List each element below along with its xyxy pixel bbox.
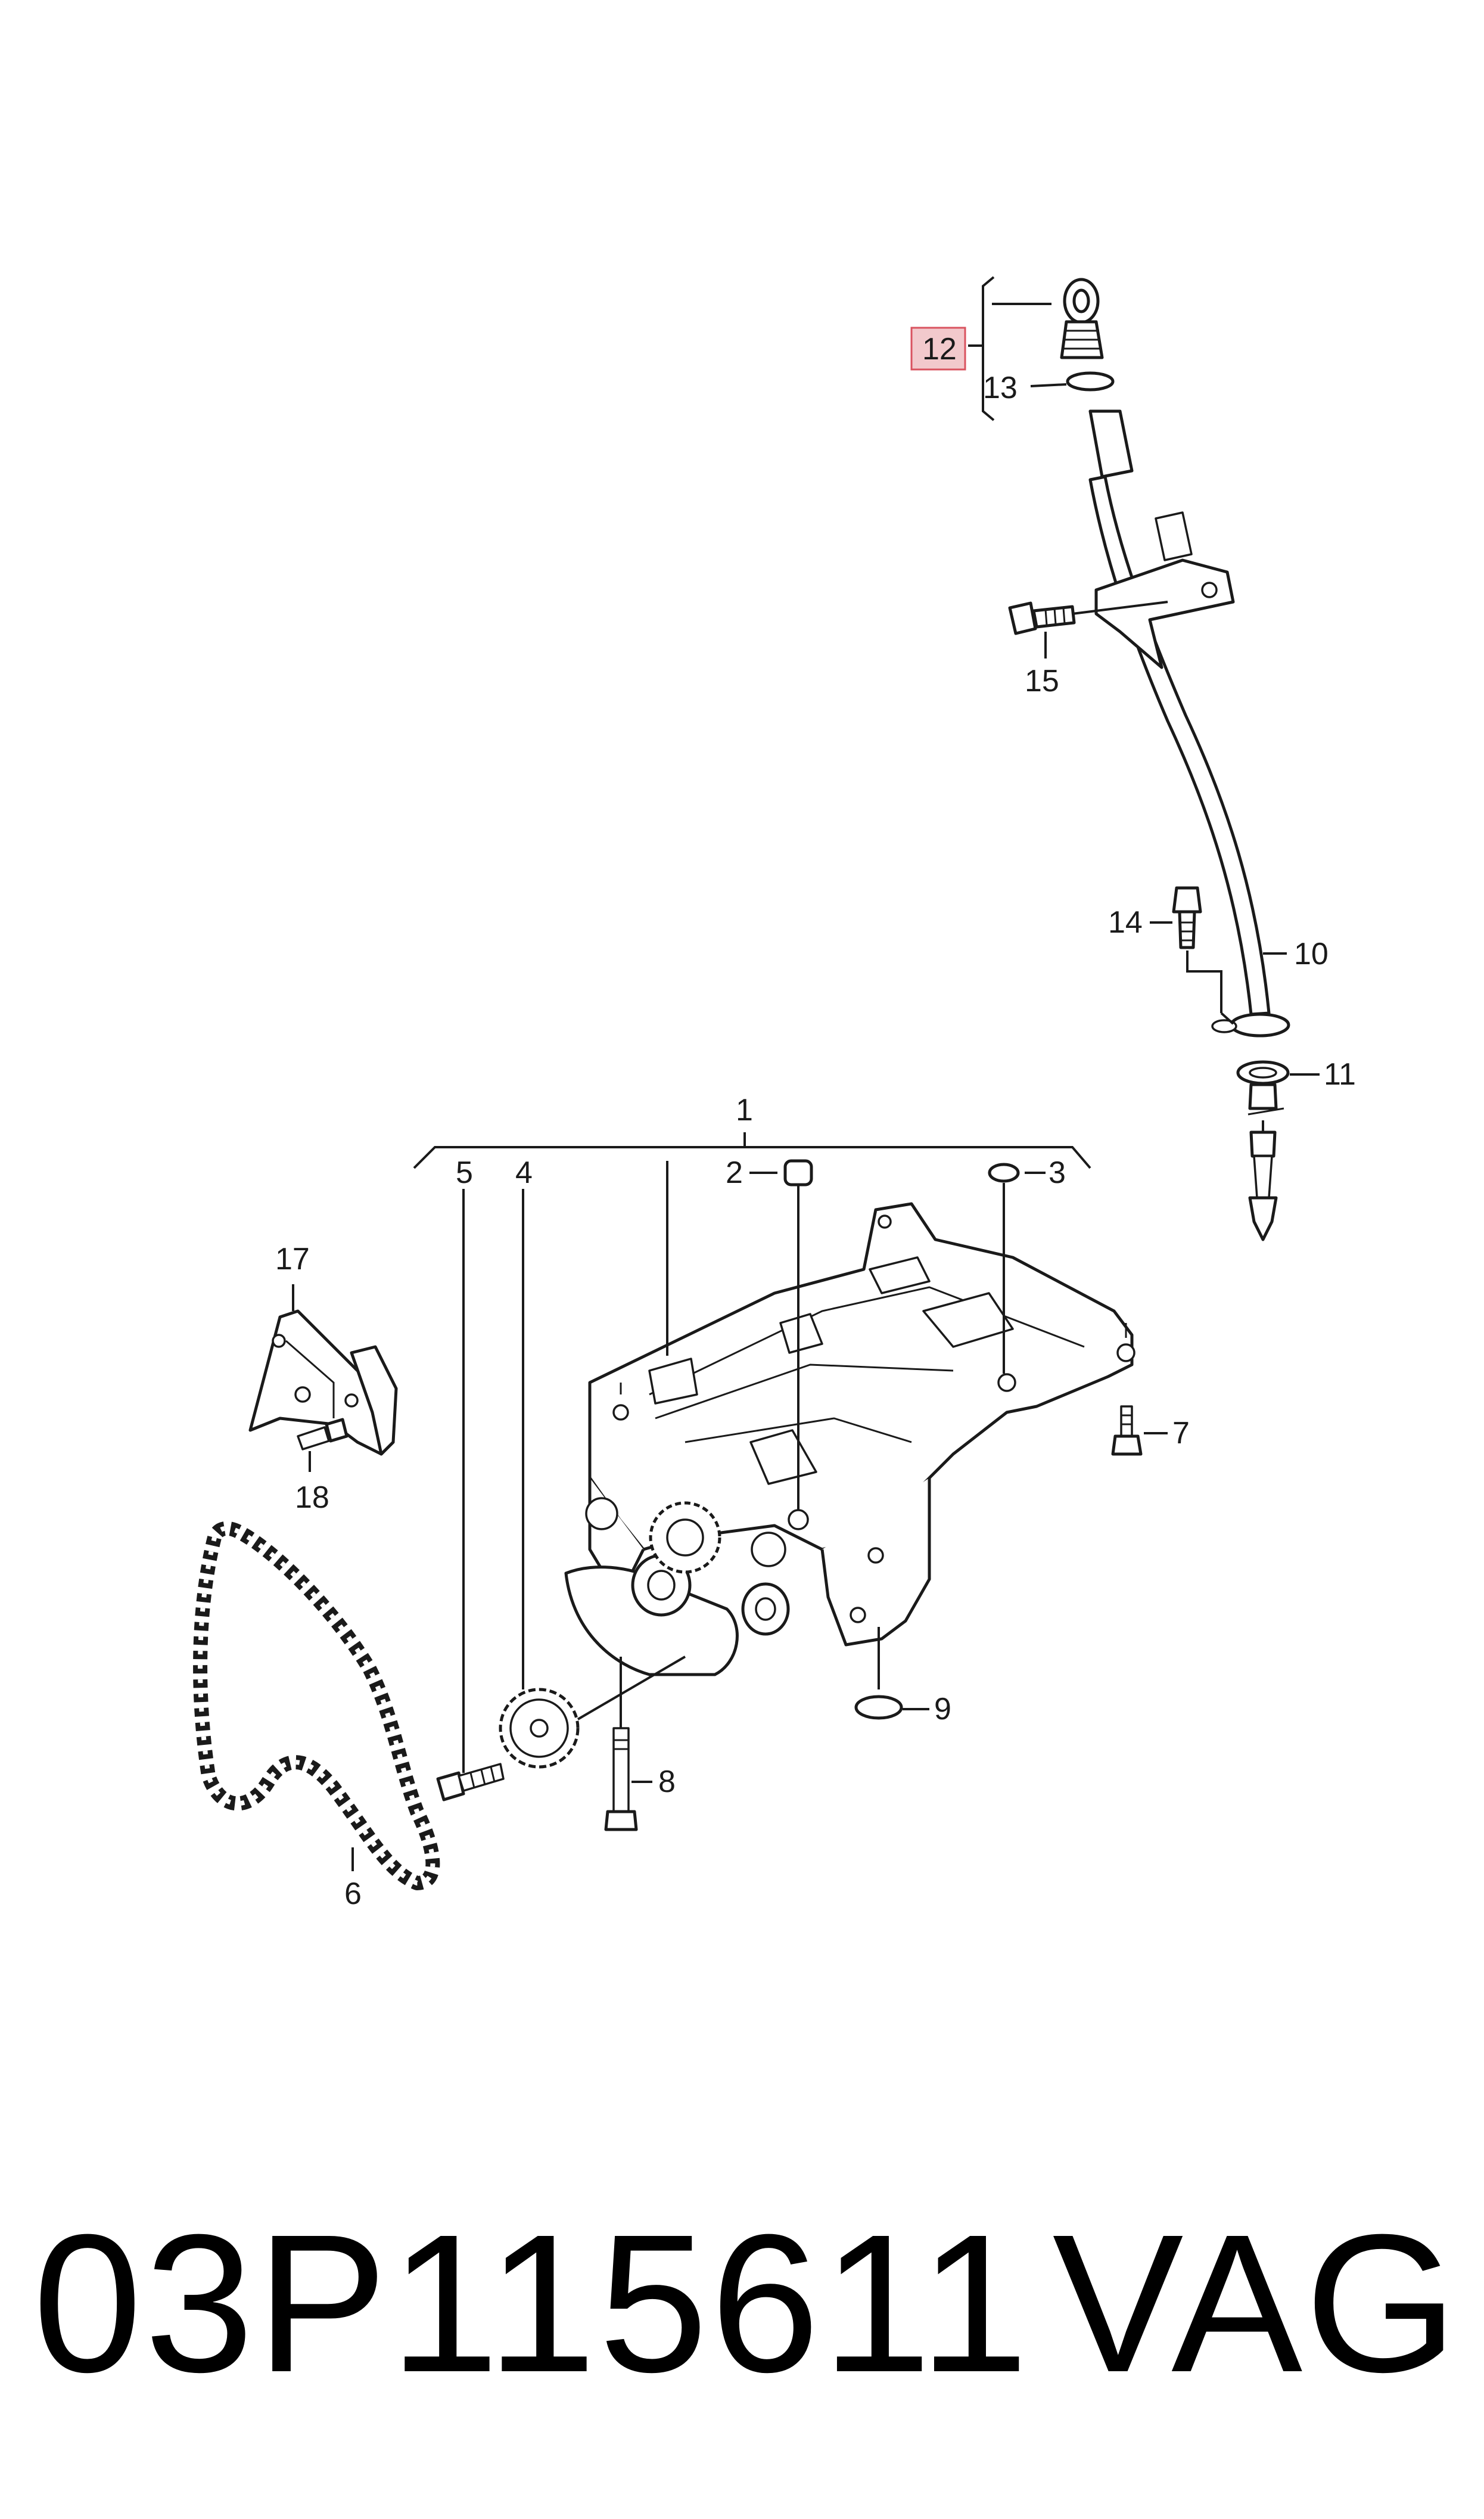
oil-pump-housing [564,1161,1135,1676]
callout-4: 4 [515,1156,533,1190]
bolt-8 [604,1727,638,1831]
part-number: 03P115611 [33,2193,1031,2413]
callout-12-highlight [910,327,966,371]
chain-6 [193,1521,440,1890]
brand-name: VAG [1052,2193,1460,2413]
callout-5: 5 [456,1156,473,1190]
plug-2 [783,1159,813,1186]
callout-3: 3 [1049,1156,1066,1190]
callout-10: 10 [1294,937,1329,971]
callout-6: 6 [344,1877,362,1911]
sprocket-4 [499,1655,686,1769]
parts-diagram: 12 13 15 14 10 11 1 5 4 2 3 [193,276,1356,1911]
callout-8: 8 [658,1765,676,1799]
bolt-14 [1172,886,1202,949]
group-bracket-1 [413,1132,1091,1169]
callout-9: 9 [934,1692,951,1726]
bolt-5 [436,1763,505,1801]
callout-17: 17 [275,1242,310,1276]
dipstick-assembly [968,276,1320,1241]
callout-2: 2 [726,1156,743,1190]
bolt-7 [1111,1405,1143,1456]
callout-1: 1 [736,1093,753,1128]
callout-15: 15 [1025,664,1059,698]
o-ring-3 [988,1163,1020,1183]
callout-14: 14 [1108,905,1143,940]
callout-12: 12 [922,332,957,366]
callout-13: 13 [983,371,1018,405]
callout-18: 18 [295,1480,329,1515]
bolt-15 [1008,601,1076,635]
o-ring-9 [854,1695,903,1720]
callout-7: 7 [1172,1416,1190,1450]
callout-11: 11 [1324,1057,1356,1092]
bolt-18 [297,1418,349,1450]
tensioner-17 [248,1309,398,1456]
